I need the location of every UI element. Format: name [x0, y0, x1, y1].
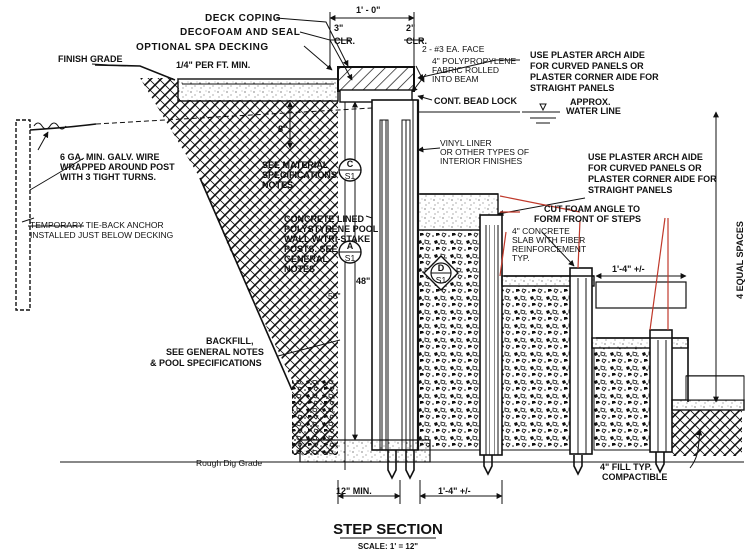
dim-top-width: 1' - 0" — [356, 5, 380, 15]
label-equal-spaces: 4 EQUAL SPACES — [735, 221, 745, 299]
dim-left-clr-val: 3" — [334, 23, 343, 33]
label-water-line-1: APPROX. — [570, 97, 611, 107]
svg-text:C: C — [347, 159, 354, 169]
label-foam-2: FORM FRONT OF STEPS — [534, 214, 641, 224]
dim-12-min: 12" MIN. — [336, 486, 372, 496]
callout-d-s1: D S1 — [423, 255, 459, 291]
wall-footing — [299, 439, 431, 463]
label-material-1: SEE MATERIAL — [262, 160, 329, 170]
vinyl-liner — [420, 193, 689, 402]
label-anchor-2: INSTALLED JUST BELOW DECKING — [30, 230, 173, 240]
step-2 — [501, 267, 687, 455]
step-1 — [417, 193, 503, 456]
diagram-title: STEP SECTION — [333, 521, 443, 538]
svg-text:S1: S1 — [345, 171, 356, 181]
label-anchor-1: TEMPORARY TIE-BACK ANCHOR — [30, 220, 164, 230]
red-guide-lines — [499, 195, 669, 331]
svg-text:S1: S1 — [345, 253, 356, 263]
label-wall-3: WALL W/TRI-STAKE — [284, 234, 370, 244]
label-fill-1: 4" FILL TYP. — [600, 462, 652, 472]
label-slab-4: TYP. — [512, 253, 530, 263]
label-arch-mid-1: USE PLASTER ARCH AIDE — [588, 152, 703, 162]
label-fill-2: COMPACTIBLE — [602, 472, 667, 482]
label-foam-1: CUT FOAM ANGLE TO — [544, 204, 640, 214]
label-liner-1: VINYL LINER — [440, 138, 492, 148]
label-arch-top-4: STRAIGHT PANELS — [530, 83, 614, 93]
label-rough-grade: Rough Dig Grade — [196, 458, 262, 468]
water-line — [418, 103, 560, 124]
dim-step-tread-bottom: 1'-4" +/- — [438, 486, 471, 496]
label-arch-mid-4: STRAIGHT PANELS — [588, 185, 672, 195]
label-slab-3: REINFORCEMENT — [512, 244, 586, 254]
svg-text:S1: S1 — [436, 275, 447, 285]
label-slab-2: SLAB WITH FIBER — [512, 235, 585, 245]
backfill-soil — [94, 64, 338, 455]
label-water-line-2: WATER LINE — [566, 106, 621, 116]
dim-right-clr: CLR. — [406, 36, 427, 46]
label-wire-2: WRAPPED AROUND POST — [60, 162, 175, 172]
label-slope: 1/4" PER FT. MIN. — [176, 60, 250, 70]
label-wire-1: 6 GA. MIN. GALV. WIRE — [60, 152, 160, 162]
label-arch-top-1: USE PLASTER ARCH AIDE — [530, 50, 645, 60]
label-spa-decking: OPTIONAL SPA DECKING — [136, 42, 269, 53]
label-wire-3: WITH 3 TIGHT TURNS. — [60, 172, 156, 182]
deck-slab — [177, 78, 339, 102]
label-wall-4: POSTS. SEE — [284, 244, 338, 254]
label-fabric-3: INTO BEAM — [432, 74, 479, 84]
label-material-3: NOTES — [262, 180, 293, 190]
label-rebar: 2 - #3 EA. FACE — [422, 44, 485, 54]
label-wall-1: CONCRETE LINED — [284, 214, 365, 224]
dim-eight: 8" — [278, 124, 287, 134]
dim-48: 48" — [356, 276, 370, 286]
deck-coping — [337, 66, 415, 103]
label-slab-1: 4" CONCRETE — [512, 226, 570, 236]
diagram-scale: SCALE: 1' = 12" — [358, 542, 418, 551]
label-deck-coping: DECK COPING — [205, 13, 281, 24]
label-bead-lock: CONT. BEAD LOCK — [434, 96, 518, 106]
label-arch-top-2: FOR CURVED PANELS OR — [530, 61, 644, 71]
label-arch-mid-3: PLASTER CORNER AIDE FOR — [588, 174, 717, 184]
step-3 — [591, 329, 689, 453]
callout-c-s1: C S1 — [338, 158, 362, 182]
label-wall-5: GENERAL — [284, 254, 329, 264]
label-liner-2: OR OTHER TYPES OF — [440, 147, 529, 157]
pool-floor — [671, 375, 745, 456]
label-backfill-2: SEE GENERAL NOTES — [166, 347, 264, 357]
pool-wall — [371, 99, 420, 451]
label-backfill-1: BACKFILL, — [206, 336, 254, 346]
label-liner-3: INTERIOR FINISHES — [440, 156, 523, 166]
leader-lines — [28, 17, 703, 469]
label-finish-grade: FINISH GRADE — [58, 54, 123, 64]
label-fabric-2: FABRIC ROLLED — [432, 65, 499, 75]
tie-back-anchor — [15, 107, 373, 311]
svg-text:A: A — [347, 241, 354, 251]
label-arch-top-3: PLASTER CORNER AIDE FOR — [530, 72, 659, 82]
dim-step-tread-mid: 1'-4" +/- — [612, 264, 645, 274]
dim-right-clr-val: 2" — [406, 23, 415, 33]
label-material-2: SPECIFICATIONS — [262, 170, 337, 180]
label-decofoam: DECOFOAM AND SEAL — [180, 27, 300, 38]
svg-text:D: D — [438, 263, 445, 273]
callout-a-s1: A S1 — [338, 240, 362, 264]
label-wall-6: NOTES — [284, 264, 315, 274]
dim-left-clr: CLR. — [334, 36, 355, 46]
label-backfill-3: & POOL SPECIFICATIONS — [150, 358, 262, 368]
dim-56: 56" — [328, 291, 340, 301]
label-fabric-1: 4" POLYPROPYLENE — [432, 56, 516, 66]
label-wall-2: POLYSTYRENE POOL — [284, 224, 379, 234]
label-arch-mid-2: FOR CURVED PANELS OR — [588, 163, 702, 173]
tri-stake-posts — [387, 450, 665, 480]
